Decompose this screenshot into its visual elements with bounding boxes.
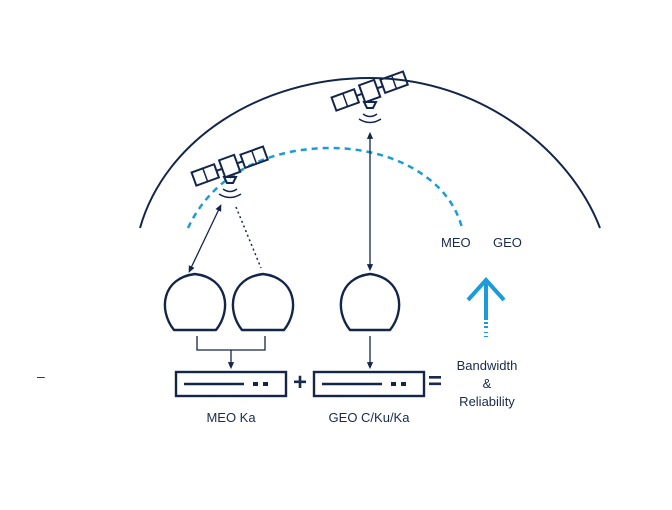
meo-link-arrow [188,204,222,273]
result-line-1: Bandwidth [456,358,518,373]
meo-dotted-link [235,206,262,269]
geo-dish-icon [339,272,401,332]
geo-modem-label: GEO C/Ku/Ka [328,410,410,425]
meo-dish-1-icon [163,272,227,332]
geo-satellite-icon [330,70,410,124]
meo-orbit-arc [186,146,464,229]
margin-dash: – [37,368,45,384]
bandwidth-up-arrow-icon [466,277,506,340]
result-line-2: & [482,376,492,391]
meo-satellite-icon [190,145,270,199]
meo-combine-bracket [196,336,266,351]
geo-orbit-arc [139,76,601,229]
meo-modem-label: MEO Ka [206,410,256,425]
equals-sign: = [428,368,443,395]
result-line-3: Reliability [459,394,515,409]
meo-modem-icon [174,370,288,398]
meo-orbit-label: MEO [441,235,471,250]
meo-dish-2-icon [231,272,295,332]
plus-sign: + [293,369,308,396]
geo-modem-icon [312,370,426,398]
geo-orbit-label: GEO [493,235,522,250]
